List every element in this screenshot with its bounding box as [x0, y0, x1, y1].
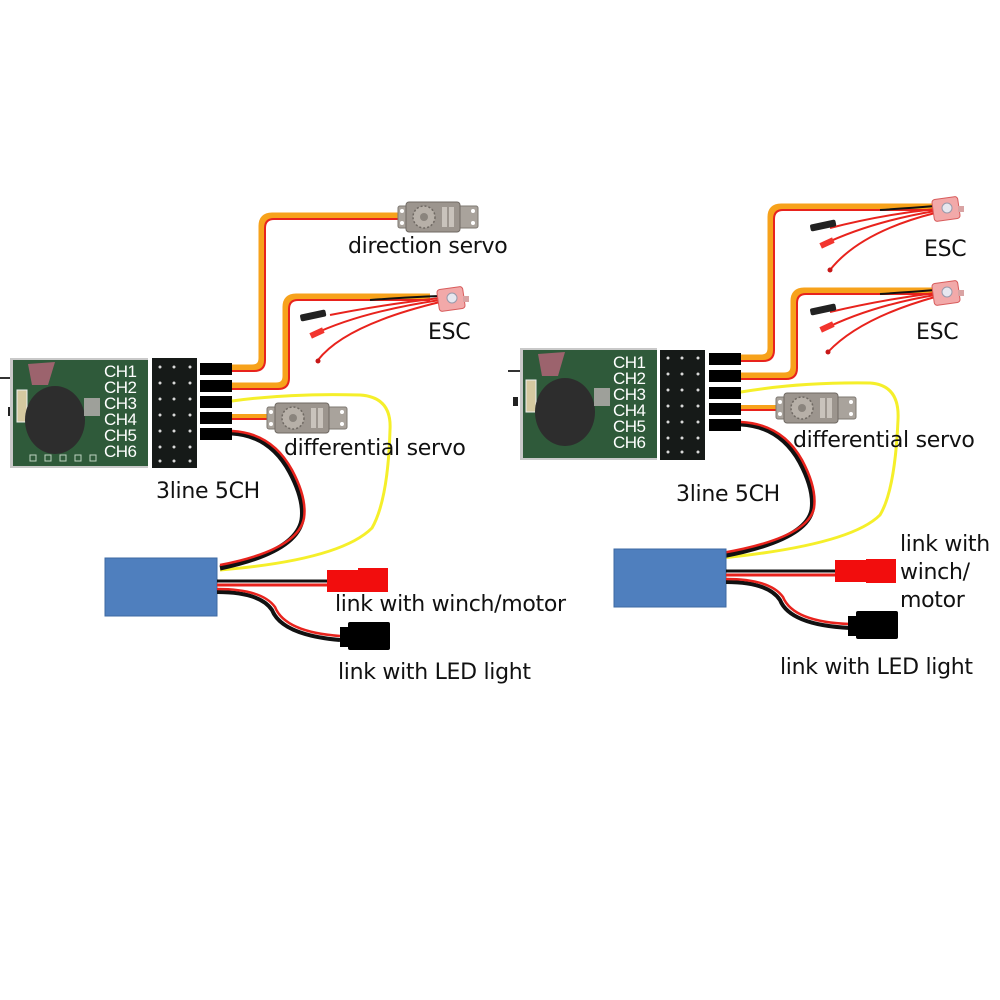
- left-led-label: link with LED light: [338, 660, 531, 685]
- left-ch3-label: CH3: [104, 394, 137, 413]
- left-ch4-label: CH4: [104, 410, 137, 429]
- left-ch3-yellow-wire: [219, 393, 392, 572]
- left-plugs: [200, 363, 232, 440]
- left-led-wire: [216, 587, 341, 642]
- left-ch5-wire: [219, 429, 306, 571]
- left-ch2-wire: [232, 293, 430, 390]
- right-differential-servo-icon: [775, 392, 857, 424]
- right-winch-connector: [835, 560, 869, 582]
- right-ch1-wire: [741, 203, 935, 362]
- right-ch5-label: CH5: [613, 417, 646, 436]
- right-3line-5ch-module: [613, 548, 727, 608]
- left-winch-wire: [217, 579, 330, 587]
- right-winch-label-line1: link with: [900, 532, 990, 557]
- right-ch4-wire: [741, 405, 778, 411]
- right-ch3-yellow-wire: [721, 381, 900, 560]
- left-esc-label: ESC: [428, 320, 471, 345]
- right-ch4-label: CH4: [613, 401, 646, 420]
- left-direction-servo-label: direction servo: [348, 234, 508, 259]
- right-winch-wire: [726, 569, 838, 577]
- left-3line-5ch-module: [104, 557, 218, 617]
- left-ch1-label: CH1: [104, 362, 137, 381]
- left-module-label: 3line 5CH: [156, 479, 260, 504]
- right-ch3-label: CH3: [613, 385, 646, 404]
- left-winch-connector: [327, 570, 361, 592]
- right-esc-bottom-label: ESC: [916, 320, 959, 345]
- right-plugs: [709, 353, 741, 431]
- right-differential-servo-label: differential servo: [793, 428, 975, 453]
- right-led-label: link with LED light: [780, 655, 973, 680]
- left-direction-servo-icon: [397, 201, 479, 233]
- right-esc-top-icon: [810, 195, 965, 273]
- right-esc-top-label: ESC: [924, 237, 967, 262]
- left-ch6-label: CH6: [104, 442, 137, 461]
- left-differential-servo-icon: [266, 402, 348, 434]
- left-esc-icon: [300, 285, 470, 364]
- right-esc-bottom-icon: [810, 279, 965, 355]
- right-receiver-board: [508, 348, 705, 460]
- right-ch1-label: CH1: [613, 353, 646, 372]
- right-ch5-wire: [721, 420, 816, 559]
- left-receiver-board: [0, 358, 197, 468]
- left-ch4-wire: [232, 414, 268, 420]
- left-ch2-label: CH2: [104, 378, 137, 397]
- right-ch2-wire: [741, 287, 935, 380]
- right-ch2-label: CH2: [613, 369, 646, 388]
- left-differential-servo-label: differential servo: [284, 436, 466, 461]
- left-ch1-wire: [232, 212, 400, 372]
- right-ch6-label: CH6: [613, 433, 646, 452]
- right-winch-label-line3: motor: [900, 588, 965, 613]
- left-ch5-label: CH5: [104, 426, 137, 445]
- right-module-label: 3line 5CH: [676, 482, 780, 507]
- right-winch-label-line2: winch/: [900, 560, 970, 585]
- left-winch-label: link with winch/motor: [335, 592, 566, 617]
- right-led-wire: [725, 577, 851, 630]
